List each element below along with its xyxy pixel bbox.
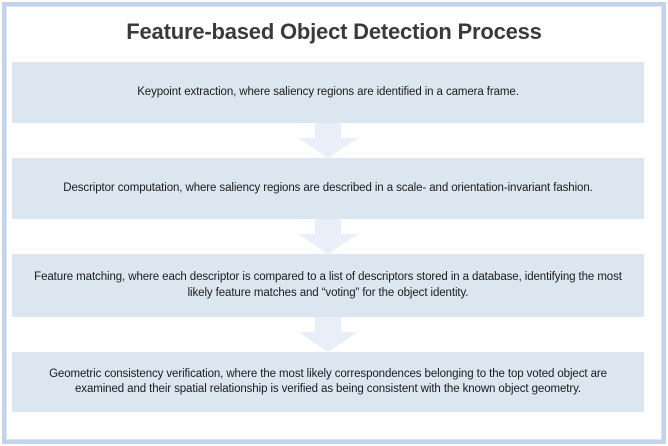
down-arrow-icon: [298, 219, 358, 254]
step-label: Feature matching, where each descriptor …: [34, 271, 622, 299]
process-stack: Keypoint extraction, where saliency regi…: [6, 62, 662, 412]
step-label: Descriptor computation, where saliency r…: [63, 181, 593, 194]
step-box-keypoint-extraction: Keypoint extraction, where saliency regi…: [12, 62, 644, 123]
step-box-geometric-consistency-verification: Geometric consistency verification, wher…: [12, 352, 644, 412]
arrow-row: [12, 123, 644, 158]
arrow-row: [12, 219, 644, 254]
step-box-feature-matching: Feature matching, where each descriptor …: [12, 254, 644, 317]
step-label: Geometric consistency verification, wher…: [49, 367, 607, 395]
step-box-descriptor-computation: Descriptor computation, where saliency r…: [12, 158, 644, 219]
down-arrow-icon: [298, 317, 358, 352]
arrow-row: [12, 317, 644, 352]
step-label: Keypoint extraction, where saliency regi…: [137, 85, 519, 98]
diagram-title: Feature-based Object Detection Process: [126, 19, 542, 44]
down-arrow-icon: [298, 123, 358, 158]
